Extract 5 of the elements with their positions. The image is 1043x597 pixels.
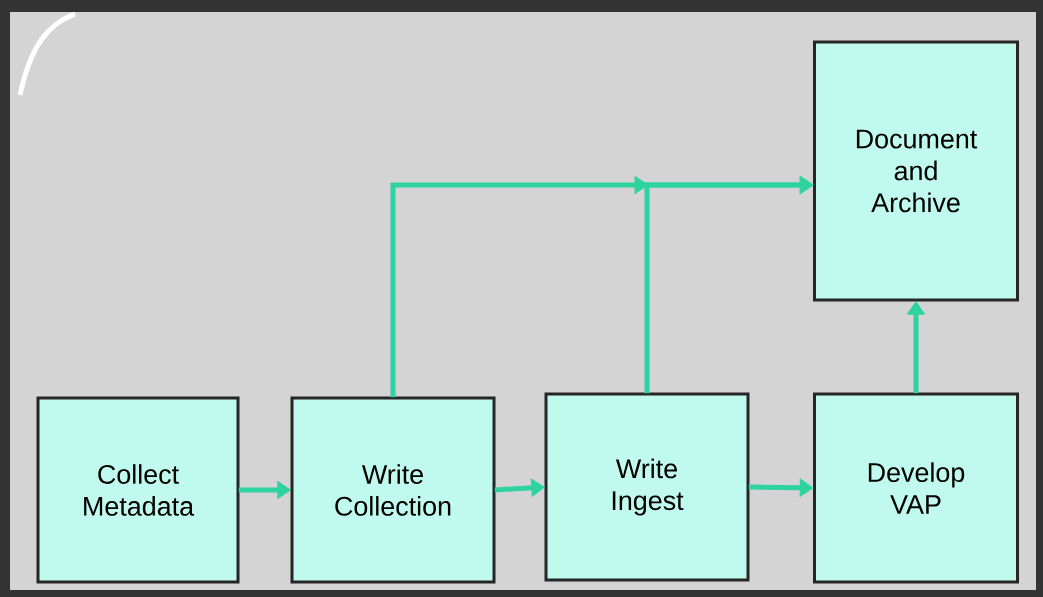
process-box: Write Ingest: [544, 392, 750, 582]
process-box: Develop VAP: [813, 392, 1019, 584]
process-box: Document and Archive: [813, 40, 1019, 302]
process-box: Collect Metadata: [36, 396, 240, 584]
process-box: Write Collection: [290, 396, 496, 584]
